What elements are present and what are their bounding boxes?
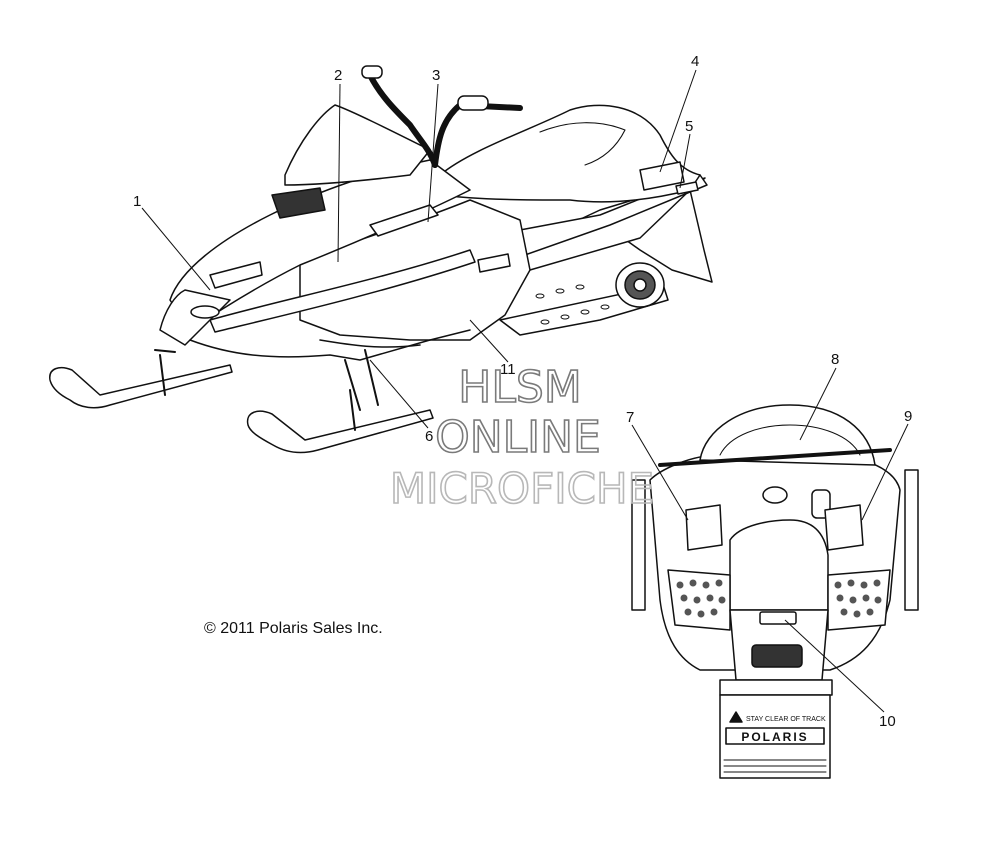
shock-absorber <box>344 349 379 411</box>
leader-7 <box>631 424 689 521</box>
mud-flap-brand: POLARIS <box>741 730 808 744</box>
running-board-holes <box>676 579 882 618</box>
callout-8: 8 <box>831 351 839 368</box>
nose-bumper <box>159 289 231 346</box>
decal-10-panel <box>759 611 797 625</box>
spindle-right <box>349 389 356 431</box>
leader-9 <box>861 423 909 521</box>
watermark-line-3: MICROFICHE <box>390 464 654 513</box>
leader-3 <box>427 83 439 223</box>
decal-window-front <box>209 261 263 289</box>
decal-side-vent <box>369 204 439 237</box>
polaris-logo-box <box>725 727 825 745</box>
leader-11 <box>469 319 509 363</box>
rear-view-ski-right <box>904 469 919 611</box>
watermark-line-2: ONLINE <box>435 412 601 463</box>
hood <box>169 159 471 331</box>
handlebar-grip-left <box>361 65 383 79</box>
windshield <box>284 104 431 186</box>
ski-left <box>49 364 233 409</box>
leader-1 <box>141 207 211 291</box>
mud-flap-stripes <box>723 759 827 773</box>
decal-7-panel <box>685 504 723 551</box>
watermark: HLSM ONLINE MICROFICHE <box>389 361 655 514</box>
callout-1: 1 <box>133 193 141 210</box>
leader-2 <box>337 83 341 263</box>
handlebar <box>367 72 438 168</box>
callout-2: 2 <box>334 67 342 84</box>
callout-numbers: 1 2 3 4 5 6 7 8 9 10 11 <box>133 53 912 730</box>
copyright-notice: © 2011 Polaris Sales Inc. <box>204 620 383 637</box>
callout-11: 11 <box>500 361 516 378</box>
leader-5 <box>679 133 691 189</box>
decal-5-panel <box>675 181 699 195</box>
console-gauge <box>271 187 326 219</box>
callout-4: 4 <box>691 53 699 70</box>
rear-view-seat <box>729 519 829 611</box>
snowmobile-side-view <box>49 65 713 454</box>
rear-view-ski-left <box>631 479 646 611</box>
callout-10: 10 <box>879 713 896 730</box>
rear-view-bumper <box>719 679 833 696</box>
a-arm-upper <box>319 339 421 348</box>
callout-7: 7 <box>626 409 634 426</box>
decal-9-panel <box>824 504 864 551</box>
rear-view-windshield-inner <box>719 424 861 456</box>
spindle-left <box>154 349 176 396</box>
rear-view-gas-cap <box>762 486 788 504</box>
rear-view-handlebar <box>658 448 892 467</box>
front-suspension <box>189 329 471 361</box>
leader-4 <box>659 69 697 173</box>
leader-6 <box>369 359 429 429</box>
hood-stripe <box>209 249 476 333</box>
decal-side-panel <box>477 253 511 273</box>
rear-view-taillight <box>751 644 803 668</box>
seat-upholstery-line <box>539 122 626 166</box>
snowmobile-rear-view: STAY CLEAR OF TRACK POLARIS <box>631 404 919 779</box>
callout-9: 9 <box>904 408 912 425</box>
ski-right <box>246 409 434 454</box>
leader-10 <box>784 619 885 713</box>
rear-view-windshield <box>699 404 876 466</box>
callout-5: 5 <box>685 118 693 135</box>
leader-8 <box>799 367 837 441</box>
watermark-line-1: HLSM <box>458 362 582 413</box>
headlight <box>190 305 220 319</box>
callout-3: 3 <box>432 67 440 84</box>
mud-flap-warning: STAY CLEAR OF TRACK <box>746 716 826 723</box>
warning-triangle-icon <box>729 711 743 723</box>
seat <box>439 104 701 203</box>
leader-lines <box>141 69 909 713</box>
handlebar-grip-right <box>457 95 489 111</box>
rail-holes <box>535 284 610 325</box>
decal-4-panel <box>639 161 685 191</box>
callout-6: 6 <box>425 428 433 445</box>
rear-idler-wheel <box>615 262 665 308</box>
